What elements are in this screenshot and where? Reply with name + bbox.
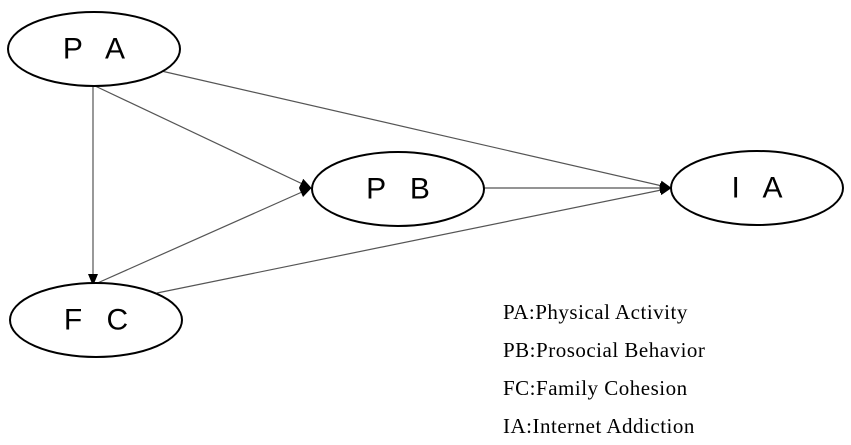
node-pa: P A xyxy=(7,11,181,87)
node-pb-label: P B xyxy=(366,173,438,206)
edge-pa-ia xyxy=(156,69,672,191)
node-fc: F C xyxy=(9,282,183,358)
legend-item-fc: FC:Family Cohesion xyxy=(503,376,688,400)
node-pa-label: P A xyxy=(63,33,133,66)
node-pb: P B xyxy=(311,151,485,227)
legend-item-pa: PA:Physical Activity xyxy=(503,300,688,324)
edge-pa-pb xyxy=(92,84,312,189)
node-ia-label: I A xyxy=(731,172,790,205)
node-ia: I A xyxy=(670,150,844,226)
legend-item-ia: IA:Internet Addiction xyxy=(503,414,695,438)
node-fc-label: F C xyxy=(64,304,136,337)
edge-fc-ia xyxy=(156,185,672,294)
legend: PA:Physical Activity PB:Prosocial Behavi… xyxy=(503,293,705,445)
edge-fc-pb xyxy=(92,187,312,286)
legend-item-pb: PB:Prosocial Behavior xyxy=(503,338,706,362)
